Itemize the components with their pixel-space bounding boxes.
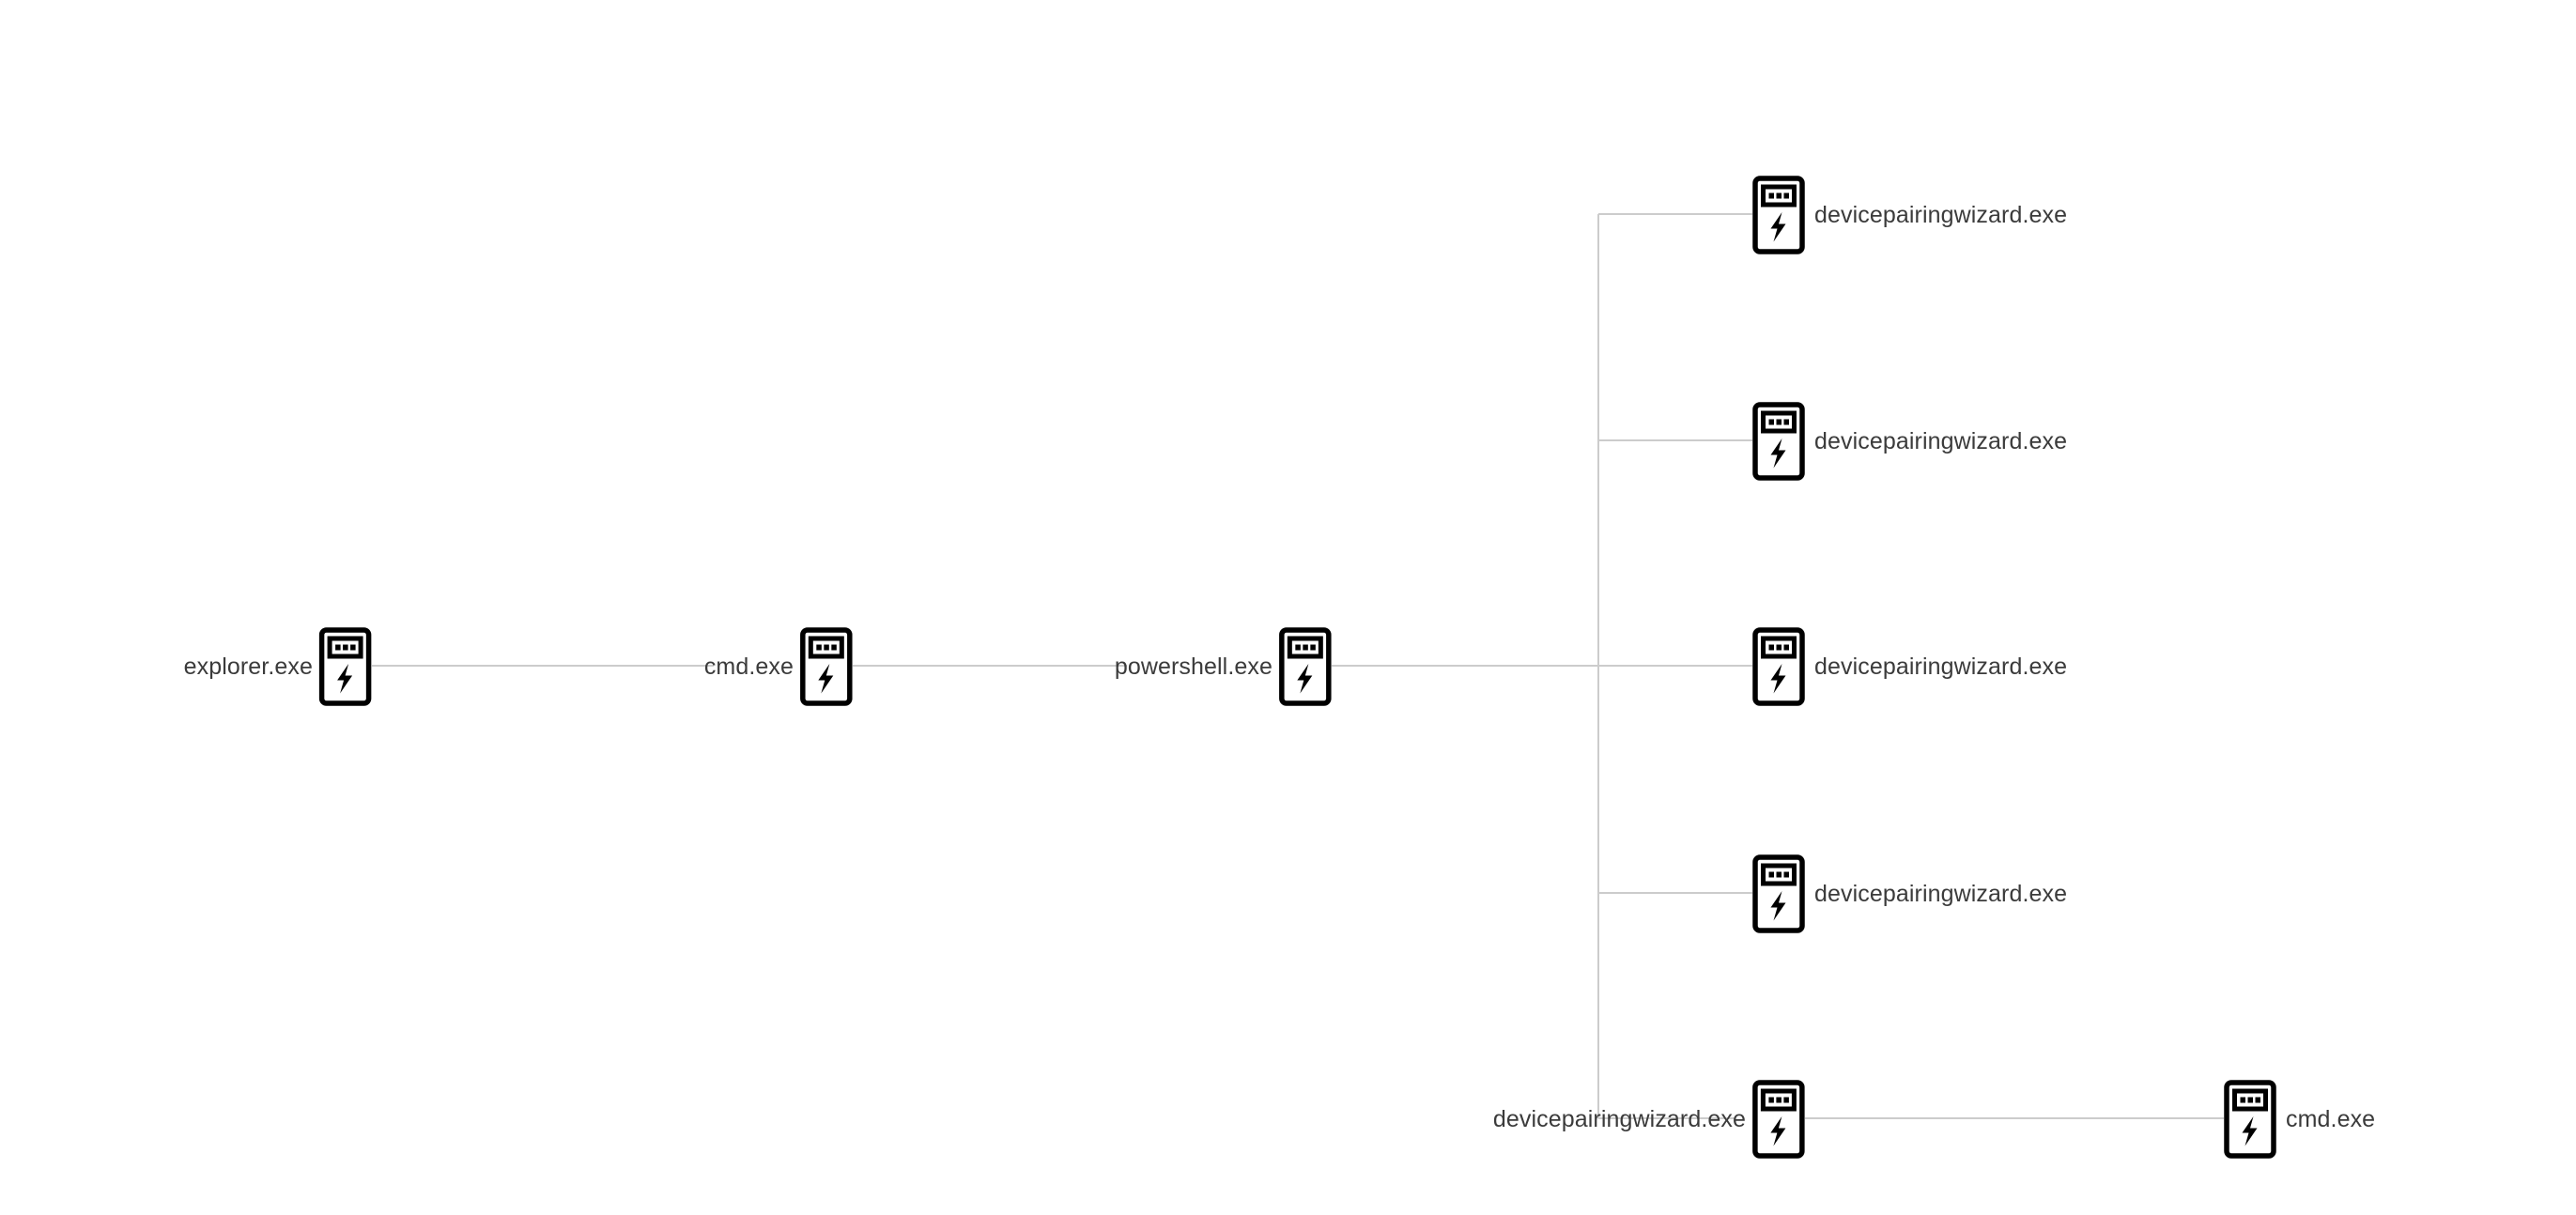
process-executable-icon xyxy=(1752,627,1805,706)
process-node[interactable]: devicepairingwizard.exe xyxy=(1752,402,2067,481)
process-executable-icon xyxy=(1752,176,1805,254)
process-node[interactable]: devicepairingwizard.exe xyxy=(1752,627,2067,706)
process-node[interactable]: devicepairingwizard.exe xyxy=(1752,176,2067,254)
process-node-label: explorer.exe xyxy=(183,653,313,680)
process-executable-icon xyxy=(319,627,372,706)
process-executable-icon xyxy=(1752,1080,1805,1159)
process-node[interactable]: explorer.exe xyxy=(184,627,372,706)
process-node[interactable]: devicepairingwizard.exe xyxy=(1752,854,2067,933)
process-node[interactable]: cmd.exe xyxy=(2224,1080,2375,1159)
process-executable-icon xyxy=(800,627,853,706)
process-node[interactable]: cmd.exe xyxy=(704,627,853,706)
process-node-label: cmd.exe xyxy=(2286,1105,2376,1132)
process-node-label: devicepairingwizard.exe xyxy=(1814,427,2068,454)
process-executable-icon xyxy=(2224,1080,2276,1159)
process-node-label: devicepairingwizard.exe xyxy=(1814,880,2068,907)
process-node[interactable]: powershell.exe xyxy=(1115,627,1332,706)
process-executable-icon xyxy=(1752,854,1805,933)
process-node[interactable]: devicepairingwizard.exe xyxy=(1493,1080,1805,1159)
process-node-label: cmd.exe xyxy=(703,653,794,680)
process-executable-icon xyxy=(1279,627,1332,706)
process-node-label: devicepairingwizard.exe xyxy=(1492,1105,1746,1132)
process-node-label: devicepairingwizard.exe xyxy=(1814,201,2068,228)
process-executable-icon xyxy=(1752,402,1805,481)
process-node-label: powershell.exe xyxy=(1114,653,1273,680)
process-node-label: devicepairingwizard.exe xyxy=(1814,653,2068,680)
